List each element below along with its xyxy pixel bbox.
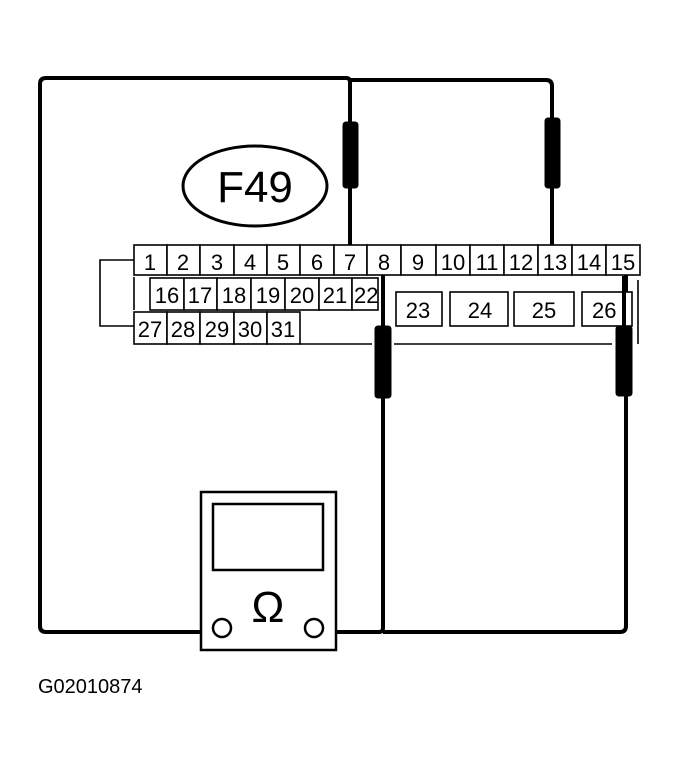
pin-label: 28 [171,317,195,342]
pin-label: 22 [354,283,378,308]
pin-label: 16 [155,283,179,308]
pin-cell [266,311,301,345]
pin-label: 15 [611,250,635,275]
pin-label: 5 [277,250,289,275]
ohmmeter: Ω [199,490,338,652]
probe-pin13 [544,117,561,189]
connector-name: F49 [217,163,293,212]
pin-cell [469,244,505,276]
pin-label: 19 [256,283,280,308]
wire-pin8-to-meter [320,262,385,634]
wire-pin7-to-pin13 [350,78,554,245]
figure-code: G02010874 [38,676,143,698]
pin-label: 25 [532,298,556,323]
wire-pin15-to-meter [383,262,628,634]
pin-label: 24 [468,298,492,323]
pin-label: 2 [177,250,189,275]
pin-label: 21 [323,283,347,308]
pin-cell [605,244,641,276]
pin-cell [449,291,509,327]
pin-label: 14 [577,250,601,275]
pin-label: 26 [592,298,616,323]
pin-label: 31 [271,317,295,342]
connector-row3: 27 28 29 30 31 [133,280,639,345]
pin-cell [366,244,402,276]
pin-cell [435,244,471,276]
pin-cell [133,244,168,276]
pin-cell [318,277,353,311]
meter-terminal-left [211,617,233,639]
pin-cell [199,311,235,345]
pin-cell [216,277,252,311]
pin-label: 29 [205,317,229,342]
pin-cell [351,277,379,311]
pin-cell [250,277,286,311]
pin-label: 23 [406,298,430,323]
meter-terminal-right [303,617,325,639]
pin-label: 3 [211,250,223,275]
connector-row1 [133,244,641,276]
pin-cell [166,244,201,276]
probe-stems [348,188,626,326]
pin-label: 20 [290,283,314,308]
pin-label: 10 [441,250,465,275]
connector-row2-small: 16 17 18 19 20 21 22 [133,277,379,311]
pin-cell [571,244,607,276]
pin-label: 9 [412,250,424,275]
pin-cell [537,244,573,276]
pin-label: 12 [509,250,533,275]
label-ellipse [181,144,329,228]
pin-label: 18 [222,283,246,308]
pin-label: 8 [378,250,390,275]
probe-pin7 [342,121,359,189]
pin-label: 17 [188,283,212,308]
connector-row2-large: 23 24 25 26 [395,291,633,327]
pin-label: 6 [311,250,323,275]
wiring [38,76,628,634]
ohm-symbol: Ω [252,583,285,632]
pin-cell [183,277,218,311]
connector-label: F49 [181,144,329,228]
meter-display [211,502,325,572]
pin-cell [133,311,168,345]
probe-pin15 [615,325,633,397]
pin-label: 13 [543,250,567,275]
wire-pin7-to-meter [38,76,352,634]
pin-label: 1 [144,250,156,275]
pin-cell [513,291,575,327]
pin-label: 4 [244,250,256,275]
pin-label: 11 [476,250,499,275]
pin-label: 30 [238,317,262,342]
connector-bracket [99,259,134,327]
pin-cell [395,291,443,327]
probe-pin8 [374,325,392,399]
pin-cell [199,244,235,276]
connector-row1-labels: 1 2 3 4 5 6 7 8 9 10 11 12 13 14 15 [144,250,635,275]
pin-label: 27 [138,317,162,342]
pin-label: 7 [344,250,356,275]
connector-f49: 1 2 3 4 5 6 7 8 9 10 11 12 13 14 15 16 [133,244,641,345]
